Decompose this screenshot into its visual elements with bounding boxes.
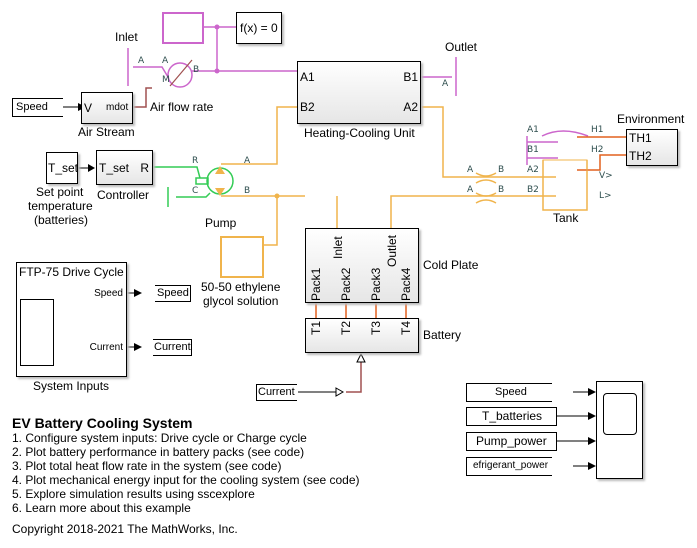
outlet-label: Outlet	[445, 40, 478, 54]
inlet-label: Inlet	[115, 30, 138, 44]
from-current-tag[interactable]: Current	[256, 384, 297, 401]
th2-wire	[577, 154, 626, 171]
hcu-a2-wire	[419, 106, 556, 178]
controller-r-wire	[152, 166, 201, 179]
pump-label: Pump	[205, 216, 237, 230]
from-speed-tag[interactable]: Speed	[12, 98, 63, 117]
pump-c-wire	[176, 192, 211, 198]
from-speed-scope[interactable]: Speed	[466, 383, 552, 402]
scope-block[interactable]	[596, 381, 643, 479]
copyright: Copyright 2018-2021 The MathWorks, Inc.	[12, 522, 238, 536]
description-title: EV Battery Cooling System	[12, 415, 193, 431]
battery-block[interactable]: T1 T2 T3 T4	[305, 318, 419, 353]
inlet-wire	[133, 66, 169, 78]
description-item-1[interactable]: 1. Configure system inputs: Drive cycle …	[12, 431, 307, 445]
air-stream-block[interactable]: V mdot	[81, 92, 133, 124]
goto-current-tag[interactable]: Current	[153, 339, 192, 356]
mdot-wire	[132, 87, 152, 108]
current-ps-wire	[346, 362, 362, 393]
heating-cooling-unit-block[interactable]: A1 B2 B1 A2	[297, 61, 421, 124]
fluid-wire	[262, 196, 278, 246]
scope-screen-icon	[603, 393, 637, 435]
goto-speed-tag[interactable]: Speed	[155, 285, 191, 302]
description-item-2[interactable]: 2. Plot battery performance in battery p…	[12, 445, 305, 459]
solver-config-block[interactable]: f(x) = 0	[236, 12, 282, 44]
fluid-properties-block[interactable]	[220, 236, 264, 278]
cold-plate-outlet-wire	[390, 195, 556, 228]
cold-plate-block[interactable]: Inlet Outlet Pack1 Pack2 Pack3 Pack4	[305, 228, 419, 303]
sensor-block[interactable]	[162, 12, 204, 44]
from-pump-power[interactable]: Pump_power	[466, 432, 557, 451]
drive-cycle-icon	[20, 299, 54, 366]
controller-block[interactable]: T_set R	[96, 150, 153, 185]
from-refrigerant-power[interactable]: efrigerant_power	[466, 457, 552, 476]
from-t-batteries[interactable]: T_batteries	[466, 407, 557, 426]
set-point-block[interactable]: T_set	[46, 152, 78, 184]
tank-label: Tank	[553, 211, 579, 225]
pump-a-wire	[221, 106, 297, 165]
description-item-4[interactable]: 4. Plot mechanical energy input for the …	[12, 473, 360, 487]
environment-block[interactable]: TH1 TH2	[626, 129, 678, 166]
description-item-6[interactable]: 6. Learn more about this example	[12, 501, 191, 515]
description-item-5[interactable]: 5. Explore simulation results using ssce…	[12, 487, 255, 501]
description-item-3[interactable]: 3. Plot total heat flow rate in the syst…	[12, 459, 282, 473]
system-inputs-block[interactable]: FTP-75 Drive Cycle Speed Current	[16, 262, 127, 377]
